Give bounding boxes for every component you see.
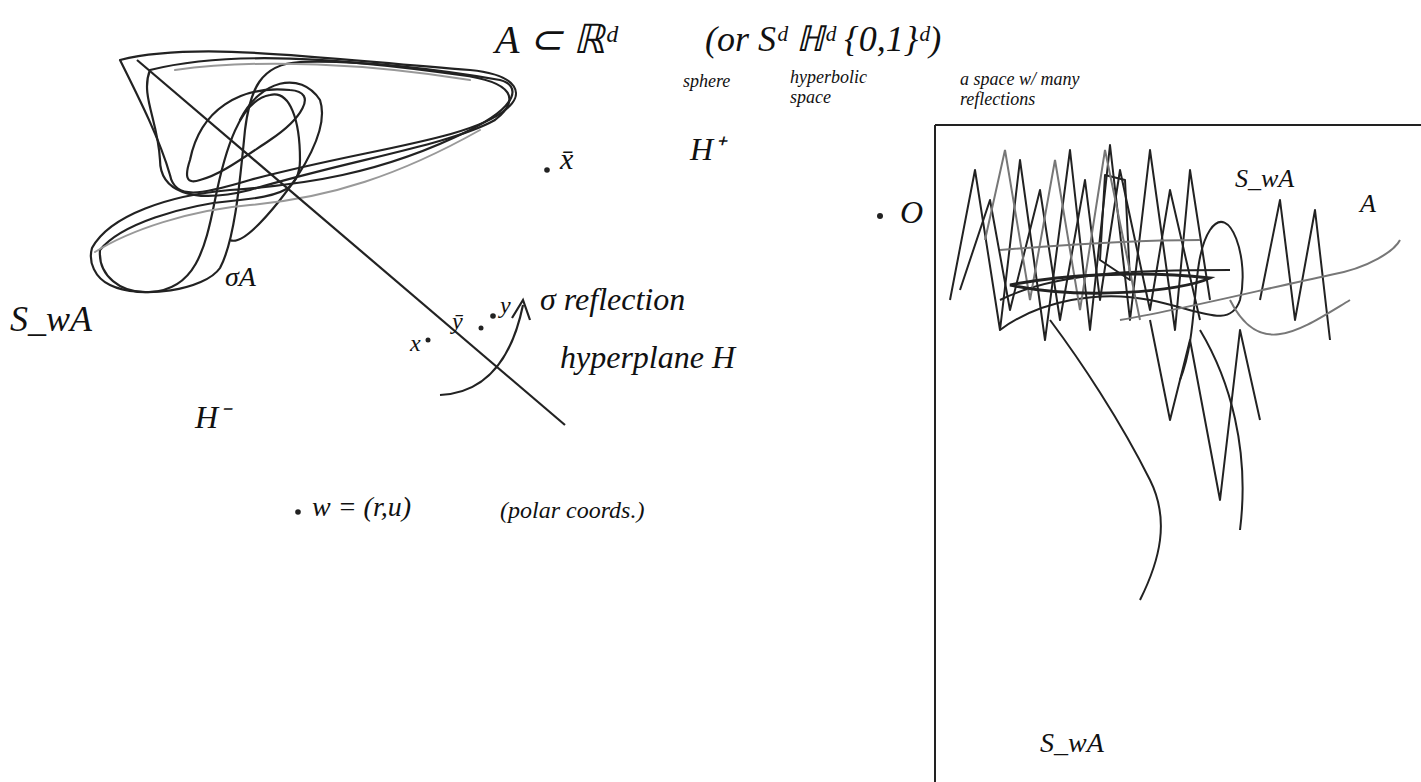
note: hyperbolic space bbox=[790, 68, 885, 108]
annotation: σ reflection bbox=[540, 282, 685, 317]
scribble bbox=[950, 145, 1330, 600]
set-outline bbox=[230, 83, 322, 241]
scribble bbox=[985, 150, 1400, 335]
set-label: A bbox=[1360, 190, 1376, 219]
hyperplane-line bbox=[137, 60, 565, 425]
note: a space w/ many reflections bbox=[960, 70, 1110, 110]
set-label: S_wA bbox=[1040, 728, 1104, 759]
set-label: σA bbox=[225, 262, 256, 293]
point-label: y bbox=[500, 292, 511, 318]
point-label: x̄ bbox=[560, 142, 573, 175]
region-label: H⁺ bbox=[690, 132, 724, 167]
scribble bbox=[1010, 274, 1210, 293]
point-label: O bbox=[900, 195, 923, 230]
note: sphere bbox=[683, 72, 730, 92]
inset-frame bbox=[935, 125, 1421, 782]
annotation: hyperplane H bbox=[560, 340, 735, 375]
alt-spaces: (or Sᵈ ℍᵈ {0,1}ᵈ) bbox=[705, 20, 941, 60]
set-label: S_wA bbox=[10, 300, 92, 340]
set-outline bbox=[100, 94, 300, 292]
reflection-arrow bbox=[440, 305, 523, 395]
set-label: S_wA bbox=[1235, 165, 1294, 194]
set-label: A ⊂ ℝᵈ bbox=[495, 18, 617, 62]
points bbox=[295, 167, 883, 515]
formula: w = (r,u) bbox=[312, 492, 411, 523]
note: (polar coords.) bbox=[500, 497, 644, 523]
point-label: ȳ bbox=[452, 308, 463, 334]
set-outline bbox=[175, 64, 470, 80]
arrow-head bbox=[512, 300, 530, 320]
region-label: H⁻ bbox=[195, 400, 229, 435]
set-outline bbox=[187, 89, 305, 181]
set-outline bbox=[91, 62, 513, 292]
set-outline bbox=[147, 58, 509, 196]
set-outline bbox=[95, 130, 480, 252]
point-label: x bbox=[410, 330, 421, 356]
